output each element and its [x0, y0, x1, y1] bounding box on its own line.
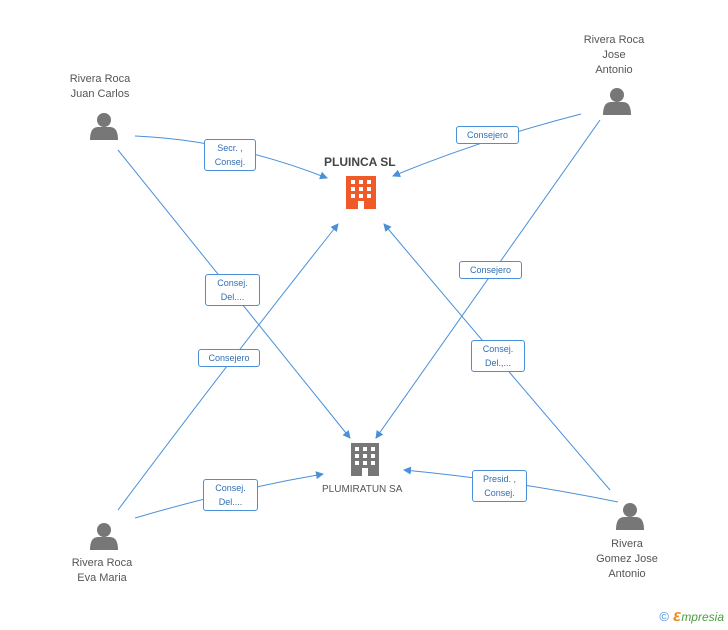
building-icon-pluinca[interactable] — [346, 176, 376, 209]
person-name-juan-carlos[interactable]: Rivera Roca Juan Carlos — [69, 73, 131, 100]
building-icon-plumiratun[interactable] — [351, 443, 379, 476]
edge-label-jose-antonio-plumiratun[interactable]: Consejero — [459, 261, 522, 279]
person-icon-juan-carlos[interactable] — [90, 113, 118, 140]
person-icon-gomez-jose[interactable] — [616, 503, 644, 530]
edge-eva-maria-pluinca — [117, 223, 339, 511]
edge-jose-antonio-pluinca — [392, 113, 582, 178]
empresia-logo: ©ℇmpresia — [659, 609, 724, 624]
edge-label-eva-maria-pluinca[interactable]: Consejero — [198, 349, 260, 367]
person-icon-jose-antonio[interactable] — [603, 88, 631, 115]
edge-label-juan-carlos-plumiratun[interactable]: Consej. Del.... — [205, 274, 260, 306]
company-name-plumiratun[interactable]: PLUMIRATUN SA — [322, 484, 403, 495]
edge-label-jose-antonio-pluinca[interactable]: Consejero — [456, 126, 519, 144]
person-name-jose-antonio[interactable]: Rivera Roca Jose Antonio — [583, 34, 645, 76]
edge-jose-antonio-plumiratun — [375, 119, 601, 439]
edge-label-gomez-pluinca[interactable]: Consej. Del.,... — [471, 340, 525, 372]
copyright-icon: © — [659, 609, 669, 624]
person-name-eva-maria[interactable]: Rivera Roca Eva Maria — [71, 557, 133, 584]
edge-label-juan-carlos-pluinca[interactable]: Secr. , Consej. — [204, 139, 256, 171]
company-name-pluinca[interactable]: PLUINCA SL — [324, 155, 396, 169]
person-name-gomez-jose[interactable]: Rivera Gomez Jose Antonio — [596, 538, 658, 580]
person-icon-eva-maria[interactable] — [90, 523, 118, 550]
edge-label-eva-maria-plumiratun[interactable]: Consej. Del.... — [203, 479, 258, 511]
edge-label-gomez-plumiratun[interactable]: Presid. , Consej. — [472, 470, 527, 502]
